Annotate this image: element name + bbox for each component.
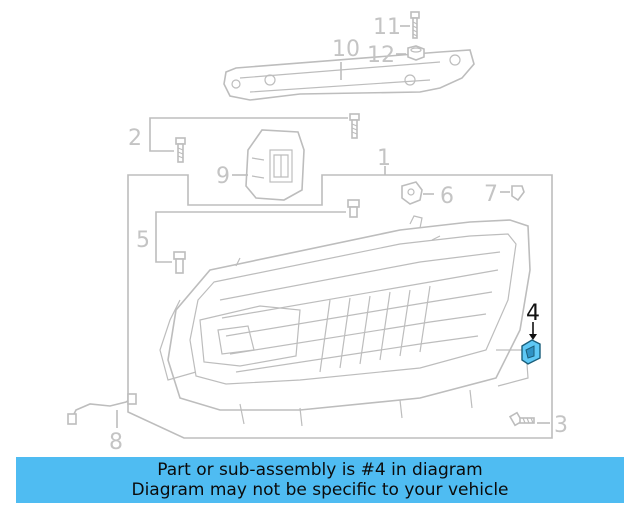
callout-8: 8 — [109, 430, 123, 455]
part-6-clip — [401, 181, 423, 205]
part-10-bracket — [223, 49, 475, 101]
callout-5: 5 — [136, 228, 150, 253]
part-7-fastener — [511, 185, 525, 202]
banner-line-1: Part or sub-assembly is #4 in diagram — [157, 460, 483, 480]
part-12-nut — [407, 45, 425, 61]
callout-6: 6 — [440, 184, 454, 209]
callout-2: 2 — [128, 126, 142, 151]
callout-10: 10 — [332, 37, 360, 62]
info-banner: Part or sub-assembly is #4 in diagram Di… — [16, 457, 624, 503]
banner-line-2: Diagram may not be specific to your vehi… — [131, 480, 509, 500]
callout-1: 1 — [377, 146, 391, 171]
callout-3: 3 — [554, 413, 568, 438]
part-5-screws — [173, 199, 360, 274]
assembly-outline — [127, 174, 553, 439]
leader-2 — [149, 117, 348, 152]
part-8-harness — [67, 393, 137, 425]
callout-11: 11 — [373, 15, 401, 40]
part-4-clip — [521, 339, 541, 365]
part-9-module — [245, 129, 305, 201]
callout-7: 7 — [484, 182, 498, 207]
part-2-screws — [175, 113, 360, 163]
leader-4-arrow — [529, 334, 537, 340]
callout-4: 4 — [526, 301, 540, 326]
leader-5 — [155, 211, 346, 263]
callout-9: 9 — [216, 164, 230, 189]
headlamp-assembly — [159, 215, 531, 427]
part-3-screw — [508, 411, 535, 427]
callout-12: 12 — [367, 43, 395, 68]
part-11-bolt — [410, 11, 420, 39]
